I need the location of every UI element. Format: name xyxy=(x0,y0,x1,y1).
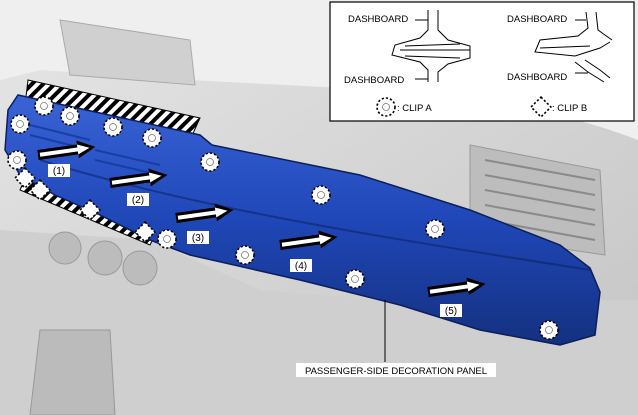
clip-b-section xyxy=(534,11,613,83)
callout-label-bg xyxy=(296,363,496,377)
clip-a-icon xyxy=(7,150,27,170)
legend-dashboard-b-top: DASHBOARD xyxy=(507,14,567,25)
callout-panel-label: PASSENGER-SIDE DECORATION PANEL xyxy=(305,366,487,377)
legend-dashboard-b-bottom: DASHBOARD xyxy=(507,72,567,83)
legend-clip-a-label: : CLIP A xyxy=(397,103,432,114)
clip-a-icon xyxy=(235,245,255,265)
step-label-bg xyxy=(48,164,70,177)
clip-a-icon xyxy=(60,106,80,126)
clip-a-icon xyxy=(34,96,54,116)
clip-a-section xyxy=(391,10,471,82)
legend-dashboard-a-bottom: DASHBOARD xyxy=(344,75,404,86)
panel-crease xyxy=(39,159,591,271)
clip-a-icon xyxy=(157,229,177,249)
clip-a-icon xyxy=(425,219,445,239)
clip-a-icon xyxy=(311,185,331,205)
step-label-bg xyxy=(187,231,209,244)
step-label-bg xyxy=(290,259,312,272)
step-label-3: (3) xyxy=(192,233,204,244)
center-vent-upper xyxy=(59,19,196,86)
legend-box: DASHBOARD DASHBOARD DASHBOARD DASHBOARD … xyxy=(329,1,635,122)
step-label-1: (1) xyxy=(53,166,65,177)
legend-dashboard-a-top: DASHBOARD xyxy=(348,14,408,25)
step-label-5: (5) xyxy=(445,306,457,317)
clip-a-icon xyxy=(142,128,162,148)
clip-a-icon xyxy=(539,320,559,340)
climate-knobs xyxy=(48,231,158,286)
shift-lever xyxy=(29,329,116,415)
step-label-bg xyxy=(127,193,149,206)
legend-clip-b-label: : CLIP B xyxy=(552,103,587,114)
step-label-2: (2) xyxy=(132,195,144,206)
clip-a-icon xyxy=(10,114,30,134)
step-label-4: (4) xyxy=(295,261,307,272)
clip-a-icon xyxy=(345,269,365,289)
step-label-bg xyxy=(440,304,462,317)
legend-clip-a-icon xyxy=(376,97,396,117)
clip-a-icon xyxy=(200,152,220,172)
step-labels: (1) (2) (3) (4) (5) xyxy=(48,164,462,317)
clip-a-icon xyxy=(103,117,123,137)
